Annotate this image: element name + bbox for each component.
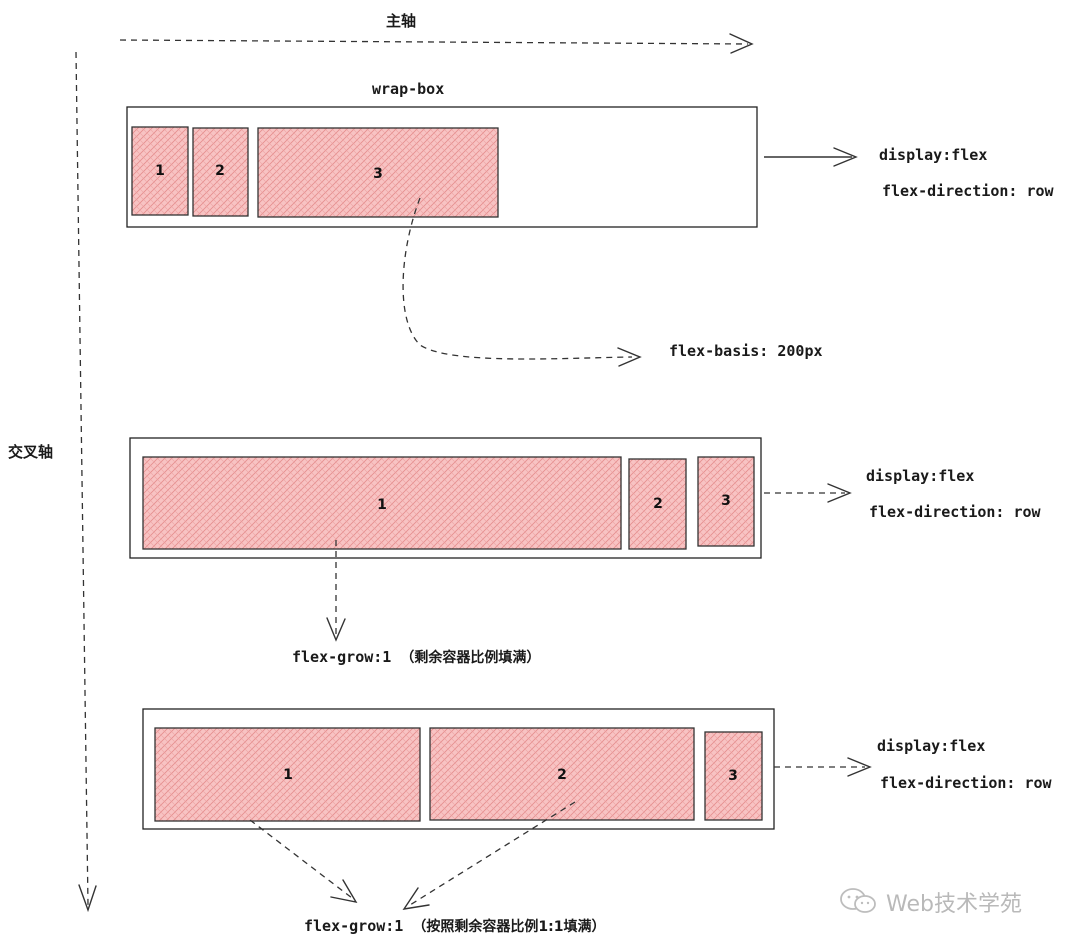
- row1-basis-arrow: [402, 197, 642, 367]
- row1-basis-annotation: flex-basis: 200px: [669, 342, 823, 360]
- row2-grow-text: flex-grow:1: [292, 648, 392, 666]
- row3-grow-text: flex-grow:1: [304, 917, 404, 935]
- row2-grow-arrow: [326, 540, 346, 642]
- row3-display-prop: display:flex: [877, 737, 986, 755]
- row3-item-2: [429, 727, 695, 821]
- row3-container: 1 2 3: [142, 708, 775, 830]
- row3-item-1-label: 1: [283, 767, 293, 783]
- row2-grow-note: （剩余容器比例填满）: [400, 650, 541, 666]
- wechat-icon: [840, 888, 876, 913]
- row2-item-3-label: 3: [721, 493, 731, 509]
- row3-item-3: [704, 731, 763, 821]
- row1-item-2-label: 2: [215, 163, 225, 179]
- main-axis-arrow: [119, 33, 754, 54]
- row2-display-prop: display:flex: [866, 467, 975, 485]
- row2-item-3: [697, 456, 755, 547]
- row1-container-label: wrap-box: [372, 80, 445, 98]
- row3-grow-arrow-right: [402, 801, 576, 910]
- row2-grow-annotation: flex-grow:1 （剩余容器比例填满）: [292, 648, 540, 667]
- row1-props-arrow: [764, 147, 858, 167]
- row3-grow-annotation: flex-grow:1 （按照剩余容器比例1:1填满）: [304, 917, 605, 936]
- row2-direction-prop: flex-direction: row: [869, 503, 1041, 521]
- row3-item-2-label: 2: [557, 767, 567, 783]
- row2-props-arrow: [764, 483, 852, 503]
- row3-grow-arrow-left: [249, 819, 358, 903]
- row3-item-1: [154, 727, 421, 822]
- row2-item-1: [142, 456, 622, 550]
- row1-item-1-label: 1: [155, 163, 165, 179]
- row1-item-2: [192, 127, 249, 217]
- row1-item-3: [257, 127, 499, 218]
- row3-props-arrow: [774, 757, 872, 777]
- row1-direction-prop: flex-direction: row: [882, 182, 1054, 200]
- row1-item-1: [131, 126, 189, 216]
- watermark-text: Web技术学苑: [886, 892, 1022, 917]
- row2-container: 1 2 3: [129, 437, 762, 559]
- row3-item-3-label: 3: [728, 768, 738, 784]
- row1-item-3-label: 3: [373, 166, 383, 182]
- row2-item-1-label: 1: [377, 497, 387, 513]
- row1-container: 1 2 3: [126, 106, 758, 228]
- row3-direction-prop: flex-direction: row: [880, 774, 1052, 792]
- cross-axis-arrow: [75, 51, 97, 913]
- row2-item-2-label: 2: [653, 496, 663, 512]
- row3-grow-note: （按照剩余容器比例1:1填满）: [412, 919, 606, 935]
- cross-axis-label: 交叉轴: [8, 443, 54, 461]
- row1-display-prop: display:flex: [879, 146, 988, 164]
- main-axis-label: 主轴: [386, 12, 417, 30]
- row2-item-2: [628, 458, 687, 550]
